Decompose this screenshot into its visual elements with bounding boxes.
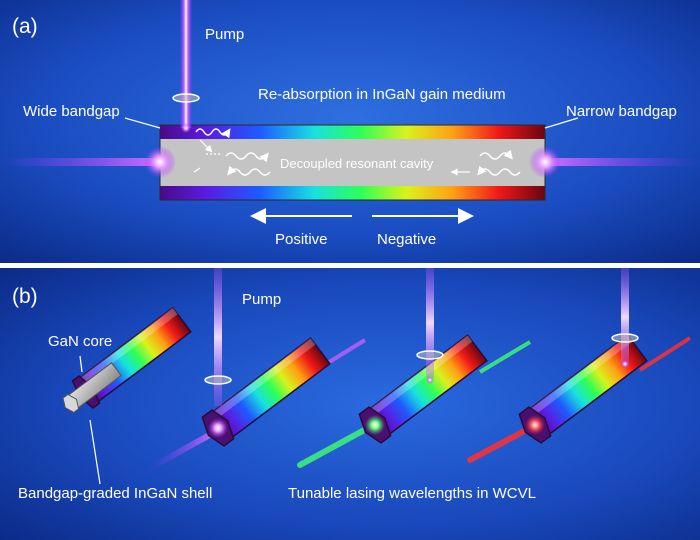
panel-b-tag: (b)	[12, 285, 38, 308]
left-emission-beam	[0, 158, 160, 166]
panel-a-diagram	[0, 0, 700, 224]
panel-a-tag: (a)	[12, 15, 38, 38]
tunable-label: Tunable lasing wavelengths in WCVL	[288, 485, 536, 502]
reabsorption-wave	[195, 128, 231, 139]
narrow-bandgap-pointer	[544, 117, 579, 129]
positive-label: Positive	[275, 231, 328, 248]
pump-beam-a	[180, 0, 192, 128]
reabsorption-label: Re-absorption in InGaN gain medium	[258, 86, 506, 103]
nanowire-green	[297, 268, 532, 468]
wide-bandgap-pointer	[124, 117, 161, 129]
right-emission-beam	[545, 158, 700, 166]
pump-beam-b3	[621, 268, 629, 366]
nanowire-violet	[147, 268, 367, 471]
left-facet-glow	[144, 146, 176, 178]
cavity-wave	[225, 152, 269, 163]
resonant-cavity	[160, 139, 545, 186]
shell-pointer	[89, 419, 101, 485]
negative-label: Negative	[377, 231, 437, 248]
pump-label-b: Pump	[242, 291, 282, 308]
wide-bandgap-label: Wide bandgap	[23, 103, 120, 120]
pump-beam-b1	[214, 268, 222, 406]
pump-label-a: Pump	[205, 26, 245, 43]
right-facet-glow	[529, 146, 561, 178]
pump-lens-a	[172, 93, 200, 103]
shell-label: Bandgap-graded InGaN shell	[18, 485, 213, 502]
cavity-label: Decoupled resonant cavity	[280, 156, 434, 171]
nanowire-core-view	[62, 306, 192, 414]
gan-core-label: GaN core	[48, 333, 113, 350]
narrow-bandgap-label: Narrow bandgap	[566, 103, 677, 120]
nanowire-red	[467, 268, 692, 463]
core-pointer	[79, 355, 83, 373]
pump-beam-b2	[426, 268, 434, 378]
